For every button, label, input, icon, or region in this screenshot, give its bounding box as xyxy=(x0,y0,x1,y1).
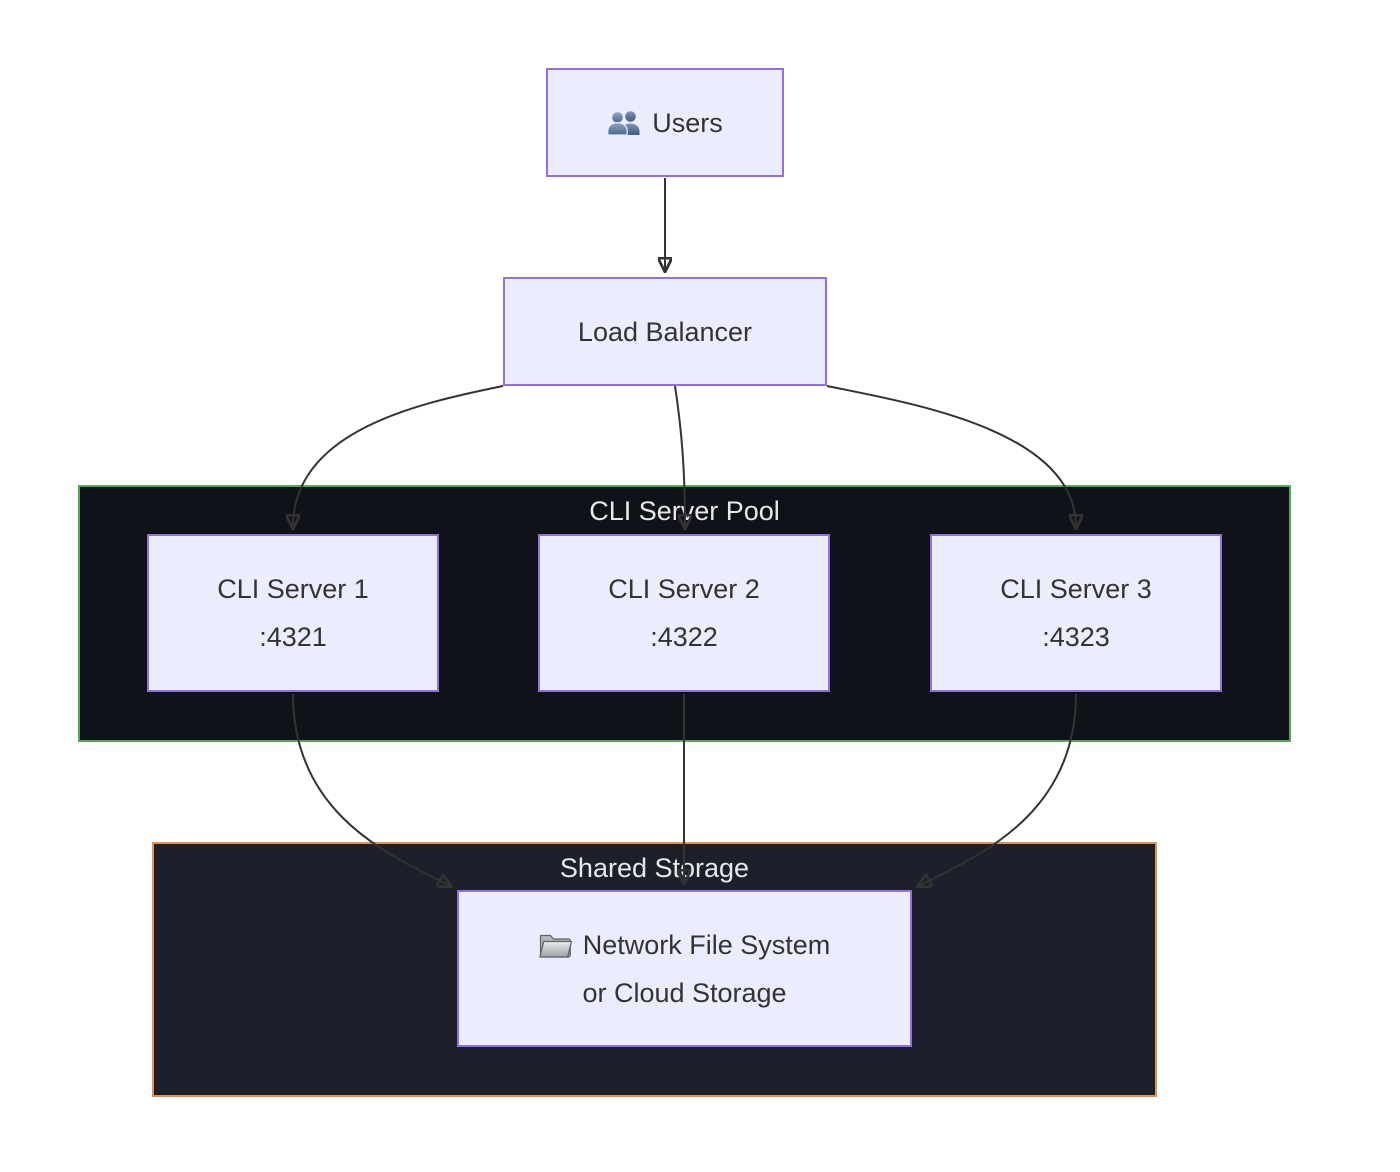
node-cli-server-3-name: CLI Server 3 xyxy=(1000,574,1152,604)
cluster-title-cli-server-pool: CLI Server Pool xyxy=(589,496,780,526)
node-cli-server-1: CLI Server 1 :4321 xyxy=(147,534,439,692)
node-cli-server-3: CLI Server 3 :4323 xyxy=(930,534,1222,692)
node-cli-server-3-port: :4323 xyxy=(1042,622,1110,652)
node-cli-server-2-port: :4322 xyxy=(650,622,718,652)
node-network-file-system-line2: or Cloud Storage xyxy=(582,977,787,1008)
node-cli-server-1-port: :4321 xyxy=(259,622,327,652)
node-users-label: Users xyxy=(652,107,723,138)
node-network-file-system: Network File System or Cloud Storage xyxy=(457,890,912,1047)
node-users: Users xyxy=(546,68,784,177)
folder-icon xyxy=(538,931,572,959)
node-load-balancer-label: Load Balancer xyxy=(577,316,753,347)
node-cli-server-2-name: CLI Server 2 xyxy=(608,574,760,604)
node-cli-server-1-name: CLI Server 1 xyxy=(217,574,369,604)
people-icon xyxy=(607,109,641,136)
node-network-file-system-line1: Network File System xyxy=(582,929,831,960)
node-cli-server-2: CLI Server 2 :4322 xyxy=(538,534,830,692)
cluster-title-shared-storage: Shared Storage xyxy=(559,853,750,883)
node-load-balancer: Load Balancer xyxy=(503,277,827,386)
